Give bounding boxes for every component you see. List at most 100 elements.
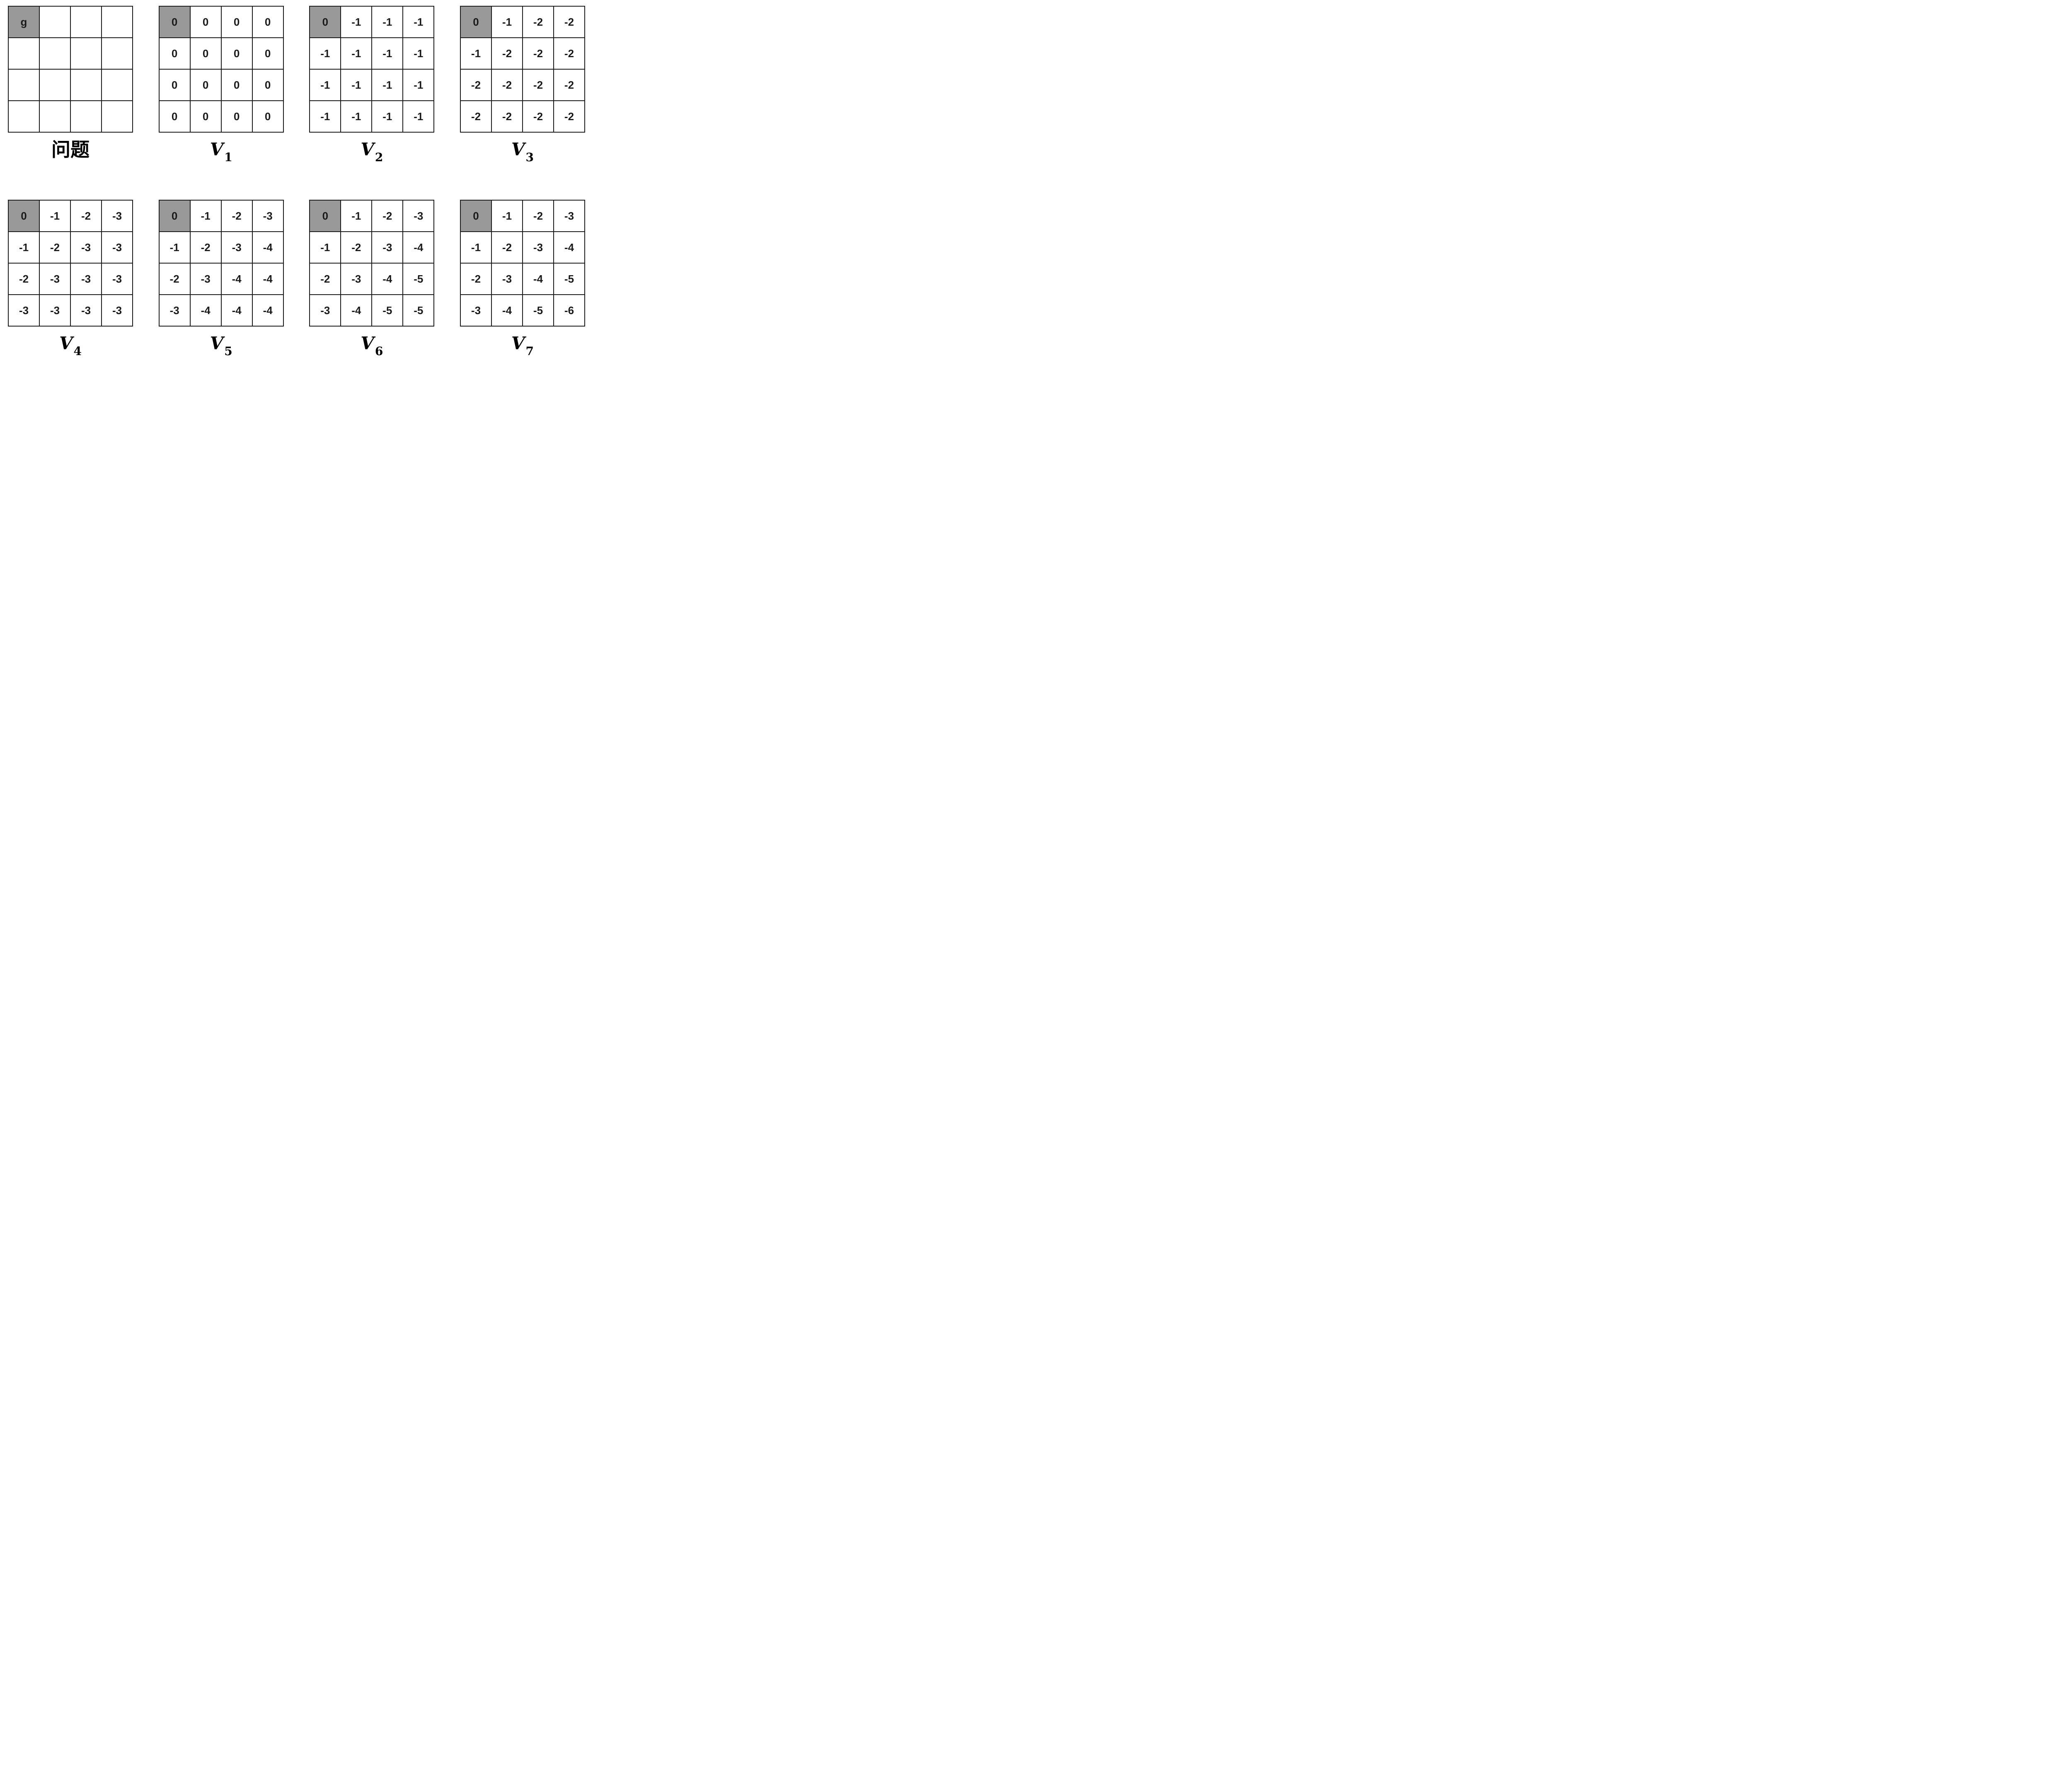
goal-cell: 0 [309, 200, 341, 232]
grid-cell: 0 [158, 37, 191, 70]
grid-table-row: -1-1-1-1 [309, 69, 435, 101]
grid-cell: 0 [189, 100, 222, 133]
grid-table-row: -3-4-5-6 [460, 294, 585, 327]
grid-panel-problem: g 问题 [8, 6, 133, 162]
grid-table-row: 0-1-1-1 [309, 6, 435, 38]
grid-cell: 0 [220, 100, 253, 133]
grid-cell: 0 [158, 100, 191, 133]
grid-cell: -3 [553, 200, 585, 232]
goal-cell: 0 [158, 6, 191, 38]
grid-cell: -2 [491, 37, 523, 70]
grid-cell: -6 [553, 294, 585, 327]
grid-table-row: -1-2-3-3 [8, 231, 133, 264]
value-grid-v7: 0-1-2-3-1-2-3-4-2-3-4-5-3-4-5-6 [460, 200, 585, 327]
grid-cell: -1 [340, 69, 373, 101]
goal-cell: 0 [460, 200, 492, 232]
grid-cell: -4 [252, 263, 284, 295]
caption-text: 问题 [51, 138, 90, 161]
value-grid-v4: 0-1-2-3-1-2-3-3-2-3-3-3-3-3-3-3 [8, 200, 133, 327]
grid-cell: -1 [402, 6, 435, 38]
grid-table-row: -3-4-5-5 [309, 294, 435, 327]
grid-cell: -3 [189, 263, 222, 295]
goal-cell: g [8, 6, 40, 38]
grid-cell: -1 [189, 200, 222, 232]
caption-symbol: V [59, 333, 73, 353]
caption-symbol: V [361, 139, 374, 160]
value-grid-v5: 0-1-2-3-1-2-3-4-2-3-4-4-3-4-4-4 [158, 200, 284, 327]
grid-cell: -1 [371, 100, 404, 133]
grid-table-row: 0-1-2-3 [460, 200, 585, 232]
caption-subscript: 2 [375, 150, 383, 164]
grid-cell: -4 [252, 294, 284, 327]
value-grid-v6: 0-1-2-3-1-2-3-4-2-3-4-5-3-4-5-5 [309, 200, 435, 327]
grid-cell: -3 [39, 294, 71, 327]
grid-cell: -4 [220, 263, 253, 295]
grid-cell: 0 [189, 37, 222, 70]
caption-symbol: V [511, 139, 525, 160]
grid-cell [101, 6, 133, 38]
grid-table-row: -1-2-2-2 [460, 37, 585, 70]
grid-table-row [8, 37, 133, 70]
grid-cell: -2 [491, 231, 523, 264]
grid-cell: -4 [491, 294, 523, 327]
grid-cell: -1 [402, 100, 435, 133]
grid-cell [39, 69, 71, 101]
grid-table-row: -1-2-3-4 [158, 231, 284, 264]
grid-cell: -3 [252, 200, 284, 232]
caption-subscript: 7 [525, 344, 534, 358]
grid-cell: -1 [309, 231, 341, 264]
grid-cell [39, 37, 71, 70]
grid-cell: -3 [460, 294, 492, 327]
grid-cell: -2 [189, 231, 222, 264]
grid-cell: -4 [371, 263, 404, 295]
grid-cell: 0 [252, 69, 284, 101]
goal-cell: 0 [158, 200, 191, 232]
grid-cell: -1 [158, 231, 191, 264]
grid-cell: -3 [340, 263, 373, 295]
grid-cell: 0 [252, 6, 284, 38]
caption-subscript: 5 [224, 344, 232, 358]
grid-cell: -3 [220, 231, 253, 264]
grid-table-row [8, 100, 133, 133]
grid-cell: -3 [70, 263, 102, 295]
grid-cell: -3 [402, 200, 435, 232]
grid-cell: -2 [522, 6, 554, 38]
grid-table-row: 0-1-2-3 [158, 200, 284, 232]
grid-caption-problem: 问题 [51, 138, 90, 162]
grid-cell: -2 [460, 69, 492, 101]
grid-cell [70, 6, 102, 38]
grid-cell: -2 [522, 69, 554, 101]
grid-cell: -2 [158, 263, 191, 295]
goal-cell: 0 [309, 6, 341, 38]
grid-cell: 0 [252, 100, 284, 133]
grid-cell: -3 [70, 294, 102, 327]
grid-cell: -1 [402, 69, 435, 101]
grid-table-row: -2-3-4-5 [309, 263, 435, 295]
grid-cell: -3 [70, 231, 102, 264]
grid-cell: -3 [101, 294, 133, 327]
grid-cell: -2 [491, 69, 523, 101]
grid-cell: -1 [402, 37, 435, 70]
value-grid-problem: g [8, 6, 133, 133]
grid-cell: -3 [522, 231, 554, 264]
caption-subscript: 6 [375, 344, 383, 358]
grid-cell: -2 [553, 100, 585, 133]
grid-cell: -3 [8, 294, 40, 327]
grid-cell [70, 37, 102, 70]
grid-cell: -1 [309, 37, 341, 70]
grid-cell: -3 [158, 294, 191, 327]
caption-subscript: 1 [224, 150, 232, 164]
grid-cell: -2 [553, 69, 585, 101]
grid-cell: -3 [101, 263, 133, 295]
